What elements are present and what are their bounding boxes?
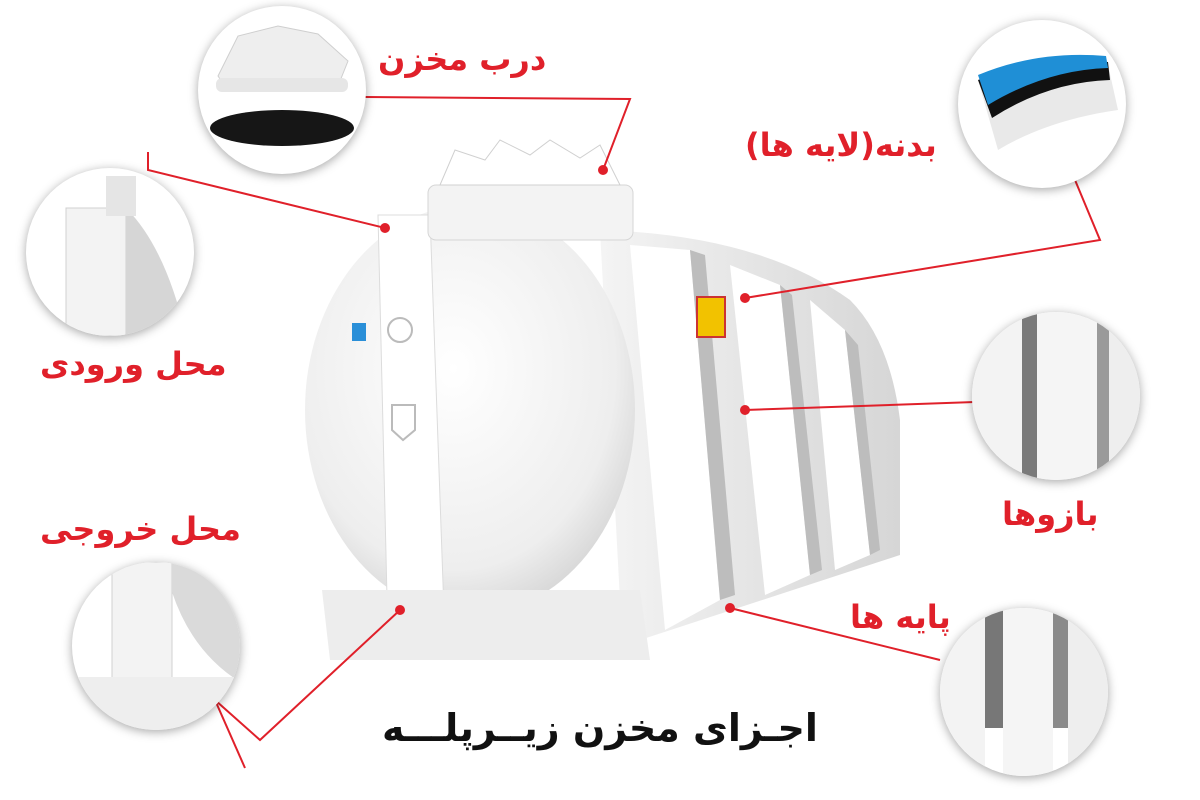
tank-lid <box>427 139 634 241</box>
lid-detail-circle <box>198 6 366 174</box>
inlet-detail-circle <box>26 168 194 336</box>
legs-detail-image <box>940 608 1108 776</box>
pointer-lines <box>147 96 1102 769</box>
warning-sticker <box>696 296 726 338</box>
body-layers-detail-circle <box>958 20 1126 188</box>
label-arms: بازوها <box>1002 495 1099 533</box>
arms-detail-circle <box>972 312 1140 480</box>
front-shield <box>391 404 416 442</box>
legs-detail-circle <box>940 608 1108 776</box>
inlet-detail-image <box>65 176 186 336</box>
body-layers-image <box>978 54 1118 150</box>
label-legs: پایه ها <box>850 598 951 636</box>
outlet-detail-circle <box>72 562 240 730</box>
tank-front-face <box>305 205 635 615</box>
lid-detail-image <box>210 25 354 146</box>
label-lid: درب مخزن <box>378 40 547 78</box>
label-inlet: محل ورودی <box>40 345 227 383</box>
diagram-title: اجـزای مخزن زیــرپلـــه <box>382 706 818 750</box>
tank-base <box>322 590 650 660</box>
front-logo-2 <box>387 317 413 343</box>
label-outlet: محل خروجی <box>40 510 241 548</box>
outlet-detail-image <box>72 562 240 730</box>
pointer-dots <box>380 165 750 615</box>
tank-side-arms <box>630 245 880 630</box>
front-logo-1 <box>352 323 366 341</box>
arms-detail-image <box>972 312 1140 480</box>
label-body-layers: بدنه(لایه ها) <box>745 126 937 164</box>
